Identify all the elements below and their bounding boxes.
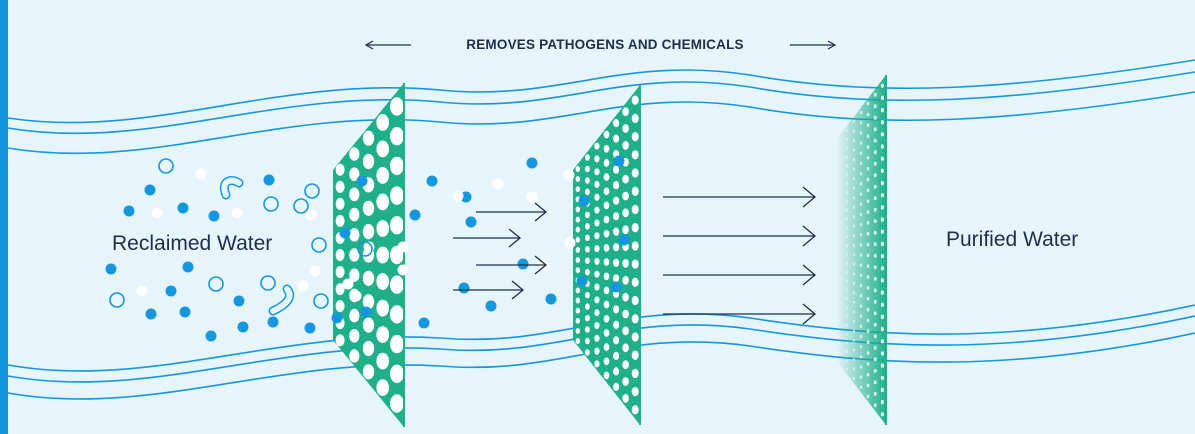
contaminant-particles — [105, 155, 630, 342]
filter-membrane-fine — [573, 85, 641, 425]
filter-membrane-ultra-fine — [836, 75, 887, 425]
arrow-left-icon — [364, 40, 411, 50]
header-title: REMOVES PATHOGENS AND CHEMICALS — [466, 37, 744, 52]
arrow-right-icon — [453, 228, 522, 248]
arrow-right-icon — [663, 303, 817, 325]
purified-water-label: Purified Water — [946, 228, 1079, 251]
left-accent-bar — [0, 0, 8, 434]
arrow-right-icon — [663, 225, 817, 247]
water-pipe-lines — [7, 59, 1195, 400]
arrow-right-icon — [663, 186, 817, 208]
arrow-right-icon — [453, 280, 525, 300]
arrow-right-icon — [476, 202, 548, 222]
arrow-right-icon — [790, 40, 837, 50]
reclaimed-water-label: Reclaimed Water — [112, 232, 273, 255]
arrow-right-icon — [476, 255, 548, 275]
arrow-right-icon — [663, 264, 817, 286]
flow-arrows — [453, 186, 817, 325]
